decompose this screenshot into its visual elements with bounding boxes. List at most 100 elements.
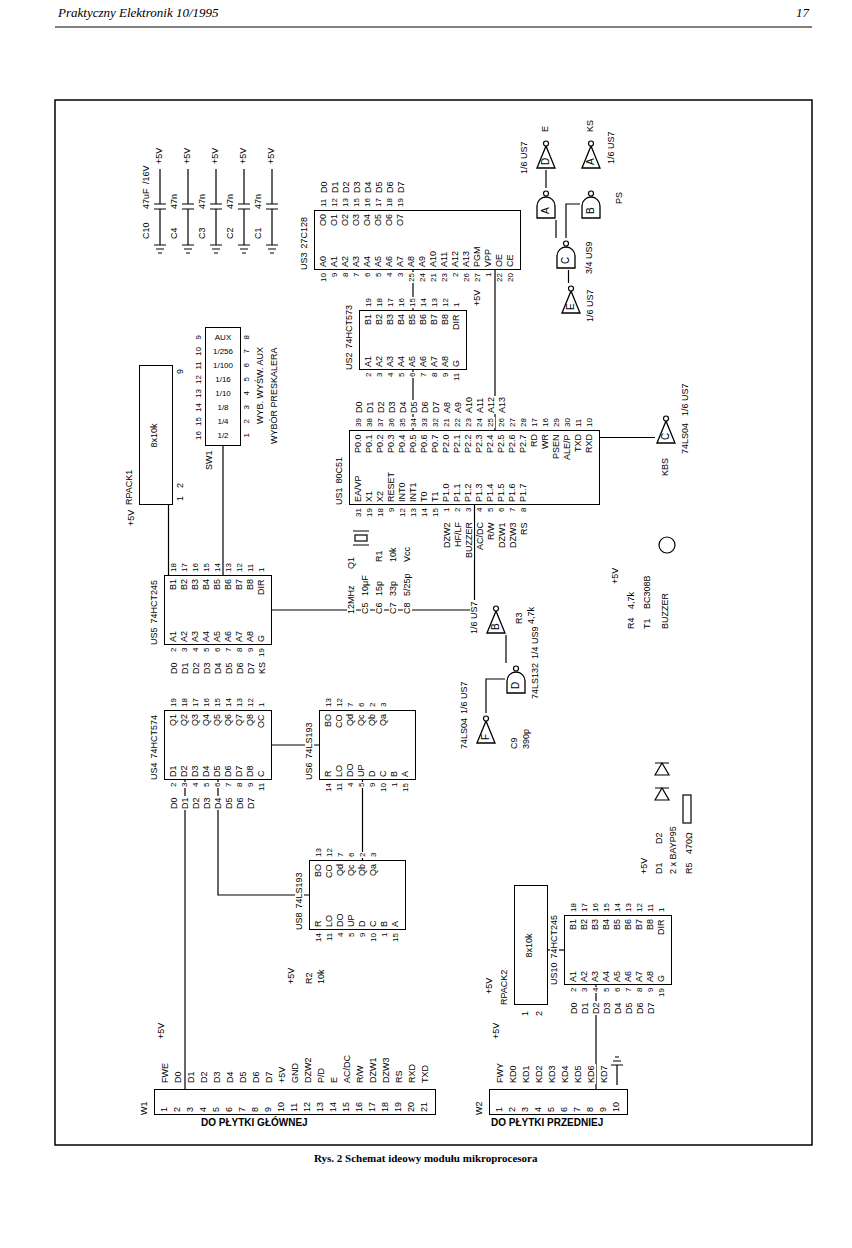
pin-number: 5 bbox=[348, 932, 356, 938]
pin-name: A1 bbox=[364, 356, 373, 367]
pin-name: 11 bbox=[290, 1103, 299, 1112]
pin-number: 23 bbox=[441, 272, 449, 283]
pin-name: 7 bbox=[238, 1107, 247, 1112]
pin-name: DIR bbox=[257, 580, 266, 596]
net-label: D2 bbox=[192, 796, 201, 810]
signal-name: KD5 bbox=[574, 1064, 583, 1084]
pin-name: P0.1 bbox=[365, 434, 374, 453]
component-label: 1/6 US7 bbox=[460, 680, 469, 715]
pin-number: 1 bbox=[381, 932, 389, 938]
net-label: D0 bbox=[570, 1001, 579, 1015]
signal-name: KD1 bbox=[522, 1064, 531, 1084]
pin-name: A13 bbox=[462, 251, 471, 267]
pin-number: 19 bbox=[366, 507, 374, 518]
component-label: E bbox=[541, 125, 550, 133]
pin-name: O4 bbox=[363, 214, 372, 226]
pin-number: 2 bbox=[243, 418, 251, 424]
pin-name: OE bbox=[495, 254, 504, 267]
pin-name: P2.0 bbox=[442, 434, 451, 453]
net-label: BUZZER bbox=[465, 521, 474, 559]
pin-name: 12 bbox=[303, 1102, 312, 1112]
gate-letter: A bbox=[586, 158, 596, 165]
pin-name: Q5 bbox=[213, 714, 222, 726]
pin-number: 5 bbox=[487, 507, 495, 513]
signal-name: D4 bbox=[226, 1070, 235, 1084]
net-label: A9 bbox=[454, 401, 463, 414]
pin-name: D bbox=[358, 921, 367, 928]
signal-name: KD7 bbox=[600, 1064, 609, 1084]
component-label: 5/25p bbox=[403, 572, 412, 597]
wire-connection bbox=[486, 679, 505, 713]
pin-number: 19 bbox=[170, 697, 178, 708]
pin-name: INT0 bbox=[398, 482, 407, 502]
pin-number: 15 bbox=[195, 416, 203, 427]
pin-number: 4 bbox=[386, 272, 394, 278]
pin-name: D7 bbox=[235, 765, 244, 777]
pin-name: B2 bbox=[580, 919, 589, 930]
pin-name: Q3 bbox=[191, 714, 200, 726]
pin-name: B7 bbox=[235, 579, 244, 590]
pin-number: 7 bbox=[225, 647, 233, 653]
component-label: C2 bbox=[226, 226, 235, 240]
component-label: C8 bbox=[403, 601, 412, 615]
pin-name: P0.6 bbox=[420, 434, 429, 453]
gate-letter: B bbox=[491, 623, 501, 630]
switch-position: AUX bbox=[214, 334, 230, 342]
component-label: 1/4 US9 bbox=[531, 625, 540, 660]
component-label: +5V bbox=[239, 147, 248, 165]
ic-body: RLODOUPDCBABOCOQdQcQbQa bbox=[319, 710, 416, 780]
pin-number: 3 bbox=[581, 987, 589, 993]
switch-position: 1/2 bbox=[217, 432, 228, 440]
connector: W212345678910 bbox=[475, 1089, 628, 1115]
pin-number: 18 bbox=[386, 197, 394, 208]
pin-number: 12 bbox=[442, 297, 450, 308]
pin-number: 7 bbox=[347, 702, 355, 708]
component-label: 470Ω bbox=[685, 831, 694, 855]
pin-name: TXD bbox=[574, 434, 583, 452]
component-label: C9 bbox=[510, 736, 519, 750]
pin-number: 4 bbox=[192, 647, 200, 653]
pin-number: 3 bbox=[181, 782, 189, 788]
pin-name: B5 bbox=[613, 919, 622, 930]
pin-name: A3 bbox=[386, 356, 395, 367]
pin-number: 7 bbox=[625, 987, 633, 993]
wire-connection bbox=[568, 270, 569, 283]
pin-name: VPP bbox=[484, 249, 493, 267]
pin-name: O7 bbox=[396, 214, 405, 226]
pin-name: Q6 bbox=[224, 714, 233, 726]
connector: W1123456789101112131415161718192021 bbox=[140, 1089, 436, 1115]
pin-name: B8 bbox=[246, 579, 255, 590]
pin-number: 11 bbox=[258, 782, 266, 792]
pin-number: 33 bbox=[421, 417, 429, 428]
pin-name: P2.3 bbox=[475, 434, 484, 453]
gate-letter: F bbox=[481, 734, 491, 740]
signal-name: D1 bbox=[187, 1070, 196, 1084]
component-label: +5V bbox=[155, 147, 164, 165]
net-label: D1 bbox=[181, 661, 190, 675]
net-label: A11 bbox=[476, 397, 485, 414]
pin-number: 9 bbox=[647, 987, 655, 993]
pin-name: RESET bbox=[387, 472, 396, 502]
pin-name: Qa bbox=[369, 864, 378, 876]
pin-number: 22 bbox=[454, 417, 462, 428]
pin-name: EA/VP bbox=[354, 475, 363, 502]
pin-number: 3 bbox=[181, 647, 189, 653]
pin-number: 11 bbox=[647, 903, 655, 913]
pin-number: 6 bbox=[498, 507, 506, 513]
pin-number: 4 bbox=[192, 782, 200, 788]
pin-number: 35 bbox=[399, 417, 407, 428]
pin-number: 14 bbox=[325, 782, 333, 793]
gate-letter: A bbox=[541, 207, 551, 214]
component-label: +5V bbox=[287, 967, 296, 985]
wire-connection bbox=[505, 635, 506, 663]
microcontroller: US180C51EA/VPX1X2RESETINT0INT1T0T1P1.0P1… bbox=[335, 430, 600, 505]
component-label: 10μF bbox=[361, 574, 370, 597]
pin-name: CO bbox=[325, 865, 334, 879]
pin-name: A7 bbox=[430, 356, 439, 367]
pin-name: D1 bbox=[169, 765, 178, 777]
pin-number: 15 bbox=[203, 562, 211, 573]
component-label: +5V bbox=[485, 977, 494, 995]
pin-number: 7 bbox=[225, 782, 233, 788]
part-number: 74HCT573 bbox=[344, 305, 354, 349]
pin-name: 1 bbox=[160, 1107, 169, 1112]
